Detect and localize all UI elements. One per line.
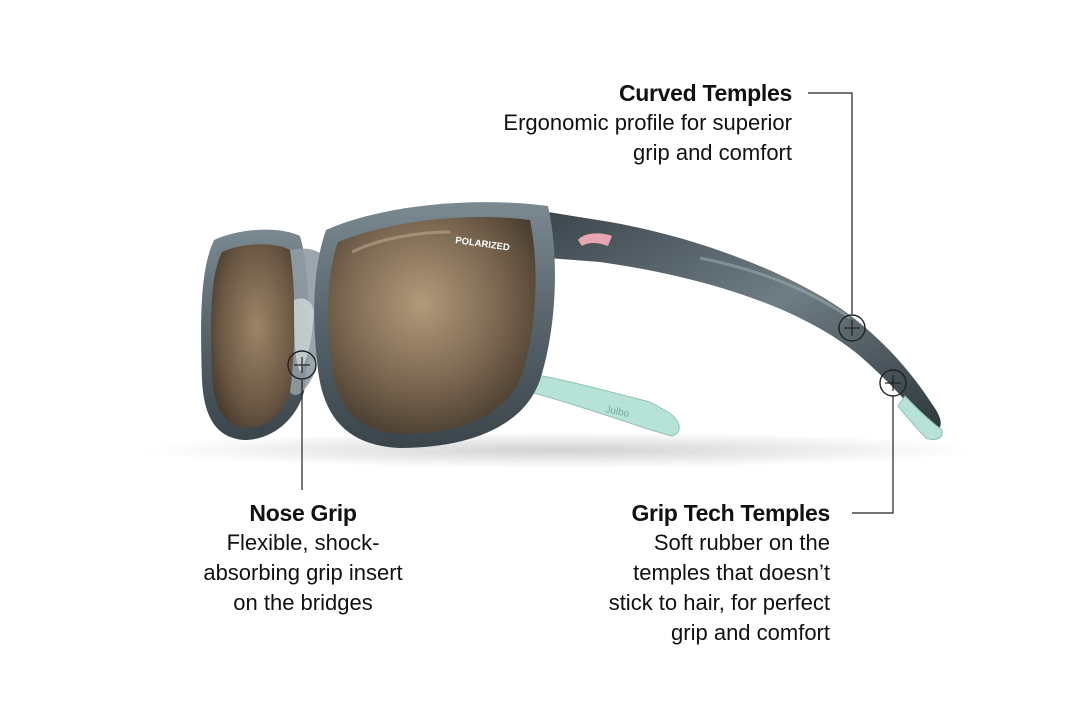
brand-logo-icon (578, 233, 612, 246)
callout-desc-line: Soft rubber on the (653, 530, 830, 555)
plus-marker-icon (287, 350, 317, 380)
plus-marker-icon (879, 369, 907, 397)
near-temple (548, 212, 943, 441)
callout-desc-line: grip and comfort (671, 620, 830, 645)
ground-shadow (140, 432, 980, 468)
far-temple: Julbo (519, 371, 680, 437)
right-lens: POLARIZED (314, 202, 555, 448)
callout-title: Curved Temples (618, 80, 792, 106)
plus-marker-icon (838, 314, 866, 342)
callout-nose-grip: Nose Grip Flexible, shock- absorbing gri… (190, 498, 416, 618)
callout-title: Grip Tech Temples (631, 500, 830, 526)
leader-line-grip (852, 396, 894, 514)
callout-desc-line: absorbing grip insert (203, 560, 403, 585)
callout-title: Nose Grip (249, 500, 357, 526)
temple-logo-text: Julbo (604, 404, 630, 420)
callout-description: Flexible, shock- absorbing grip insert o… (190, 528, 416, 618)
leader-lines (301, 92, 894, 514)
callout-desc-line: on the bridges (233, 590, 373, 615)
callout-desc-line: Flexible, shock- (226, 530, 380, 555)
callout-grip-tech-temples: Grip Tech Temples Soft rubber on the tem… (570, 498, 831, 648)
callout-desc-line: grip and comfort (633, 140, 792, 165)
callout-description: Ergonomic profile for superior grip and … (472, 108, 792, 168)
callout-description: Soft rubber on the temples that doesn’t … (570, 528, 830, 648)
leader-line-curved (808, 92, 853, 314)
left-lens (201, 229, 309, 440)
callout-curved-temples: Curved Temples Ergonomic profile for sup… (472, 78, 792, 168)
callout-desc-line: temples that doesn’t (633, 560, 830, 585)
callout-desc-line: Ergonomic profile for superior (503, 110, 792, 135)
callout-desc-line: stick to hair, for perfect (608, 590, 830, 615)
